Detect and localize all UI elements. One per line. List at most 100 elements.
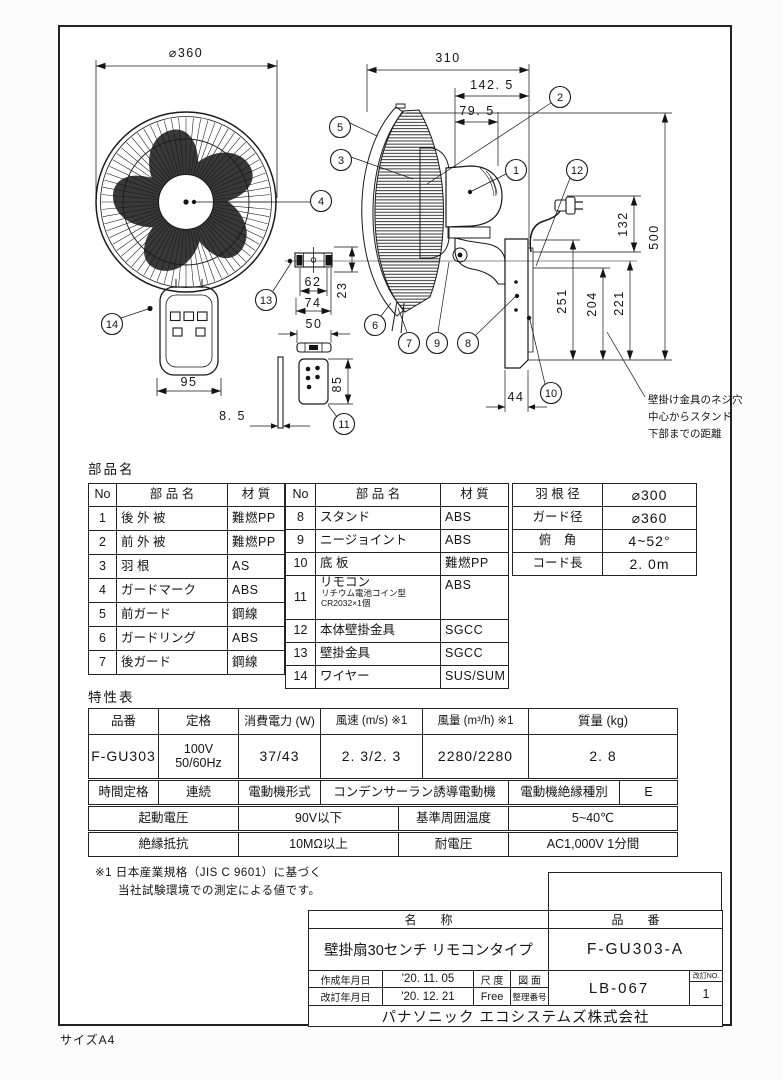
dim-bracket-23: 23: [335, 282, 349, 299]
dim-motor-front: 79. 5: [459, 104, 494, 118]
revision-no: 1: [690, 982, 722, 1006]
dim-stand-depth: 44: [508, 390, 525, 404]
p11-name: リモコン: [320, 575, 371, 589]
scale-value: Free: [474, 988, 511, 1006]
remote-holder: [159, 279, 219, 376]
spec-guard-dia-value: ⌀360: [602, 506, 697, 530]
p3-no: 3: [88, 554, 117, 579]
insulation-res-label: 絶縁抵抗: [88, 832, 239, 857]
char-insulation-row: 絶縁抵抗 10MΩ以上 耐電圧 AC1,000V 1分間: [88, 832, 678, 857]
callout-numbers: 1 2 3 4 5 6 7 8 9 10 11 12 13 14: [106, 92, 583, 431]
guard-spokes: [101, 117, 271, 287]
callout-6: 6: [372, 320, 378, 332]
char-power: 37/43: [238, 734, 321, 779]
p2-name: 前 外 被: [116, 530, 228, 555]
p14-mat: SUS/SUM: [440, 665, 509, 689]
p1-no: 1: [88, 506, 117, 531]
jis-note-line2: 当社試験環境での測定による値です。: [118, 885, 321, 897]
p11-battery-note-2: CR2032×1個: [321, 597, 371, 608]
insulation-class-value: E: [619, 780, 678, 805]
p7-name: 後ガード: [116, 650, 228, 675]
char-h-rating: 定格: [158, 708, 239, 735]
char-voltage-row: 起動電圧 90V以下 基準周囲温度 5~40℃: [88, 806, 678, 831]
spec-cord-value: 2. 0m: [602, 552, 697, 576]
ambient-temp-label: 基準周囲温度: [398, 806, 509, 831]
p12-mat: SGCC: [440, 619, 509, 643]
motor-type-label: 電動機形式: [238, 780, 321, 805]
p10-no: 10: [285, 552, 316, 576]
parts-row-remote: 11 リモコン リチウム電池コイン型 CR2032×1個 ABS: [285, 575, 509, 620]
callout-2: 2: [557, 92, 563, 104]
p1-mat: 難燃PP: [227, 506, 285, 531]
p6-mat: ABS: [227, 626, 285, 651]
company-name: パナソニック エコシステムズ株式会社: [381, 1009, 650, 1026]
fan-technical-drawing: ⌀360 95: [95, 46, 743, 440]
char-h-volume: 風量 (m³/h) ※1: [422, 708, 529, 735]
wall-note-line3: 下部までの距離: [648, 427, 722, 440]
char-h-speed: 風速 (m/s) ※1: [320, 708, 423, 735]
p6-name: ガードリング: [116, 626, 228, 651]
dim-total-height: 500: [647, 224, 661, 249]
dim-remote-height: 85: [330, 376, 344, 393]
time-rating-value: 連続: [158, 780, 239, 805]
spec-row: ガード径⌀360: [512, 506, 697, 530]
characteristics-insulation-table: 絶縁抵抗 10MΩ以上 耐電圧 AC1,000V 1分間: [88, 832, 678, 857]
p12-no: 12: [285, 619, 316, 643]
product-part-no: F-GU303-A: [549, 929, 722, 971]
title-block: 名 称 品 番 壁掛扇30センチ リモコンタイプ F-GU303-A 作成年月日…: [308, 910, 723, 1027]
start-voltage-label: 起動電圧: [88, 806, 239, 831]
parts2-h-name: 部 品 名: [315, 483, 441, 507]
char-volume: 2280/2280: [422, 734, 529, 779]
fan-side-view: [361, 103, 583, 369]
callout-9: 9: [434, 338, 440, 350]
callout-balloons: [100, 85, 589, 436]
callout-5: 5: [337, 122, 343, 134]
p4-name: ガードマーク: [116, 578, 228, 603]
spec-blade-dia-value: ⌀300: [602, 483, 697, 507]
callout-11: 11: [338, 419, 349, 431]
withstand-voltage-value: AC1,000V 1分間: [508, 832, 678, 857]
start-voltage-value: 90V以下: [238, 806, 399, 831]
p5-mat: 鋼線: [227, 602, 285, 627]
callout-10: 10: [545, 388, 557, 400]
p11-mat: ABS: [440, 575, 509, 620]
p11-no: 11: [285, 575, 316, 620]
spec-blade-dia-label: 羽 根 径: [512, 483, 603, 507]
product-name: 壁掛扇30センチ リモコンタイプ: [309, 929, 549, 971]
char-rating-voltage: 100V: [183, 742, 214, 757]
p11-name-cell: リモコン リチウム電池コイン型 CR2032×1個: [315, 575, 441, 620]
p13-no: 13: [285, 642, 316, 666]
p1-name: 後 外 被: [116, 506, 228, 531]
p14-no: 14: [285, 665, 316, 689]
callout-8: 8: [465, 338, 471, 350]
front-view-dimensions: [95, 60, 278, 396]
dim-plug-height: 132: [616, 211, 630, 236]
fan-front-view: [95, 111, 277, 376]
p2-no: 2: [88, 530, 117, 555]
char-h-model: 品番: [88, 708, 159, 735]
p3-name: 羽 根: [116, 554, 228, 579]
dim-bracket-62: 62: [305, 275, 322, 289]
callout-leaders: [120, 102, 571, 418]
char-data-row: F-GU303 100V 50/60Hz 37/43 2. 3/2. 3 228…: [88, 734, 678, 779]
p8-mat: ABS: [440, 506, 509, 530]
dim-221: 221: [612, 290, 626, 315]
drawing-no: LB-067: [549, 971, 690, 1006]
p5-no: 5: [88, 602, 117, 627]
characteristics-section-title: 特性表: [88, 690, 135, 705]
p12-name: 本体壁掛金具: [315, 619, 441, 643]
p10-name: 底 板: [315, 552, 441, 576]
callout-12: 12: [571, 165, 583, 177]
side-view-dimensions: [366, 64, 672, 412]
p8-name: スタンド: [315, 506, 441, 530]
